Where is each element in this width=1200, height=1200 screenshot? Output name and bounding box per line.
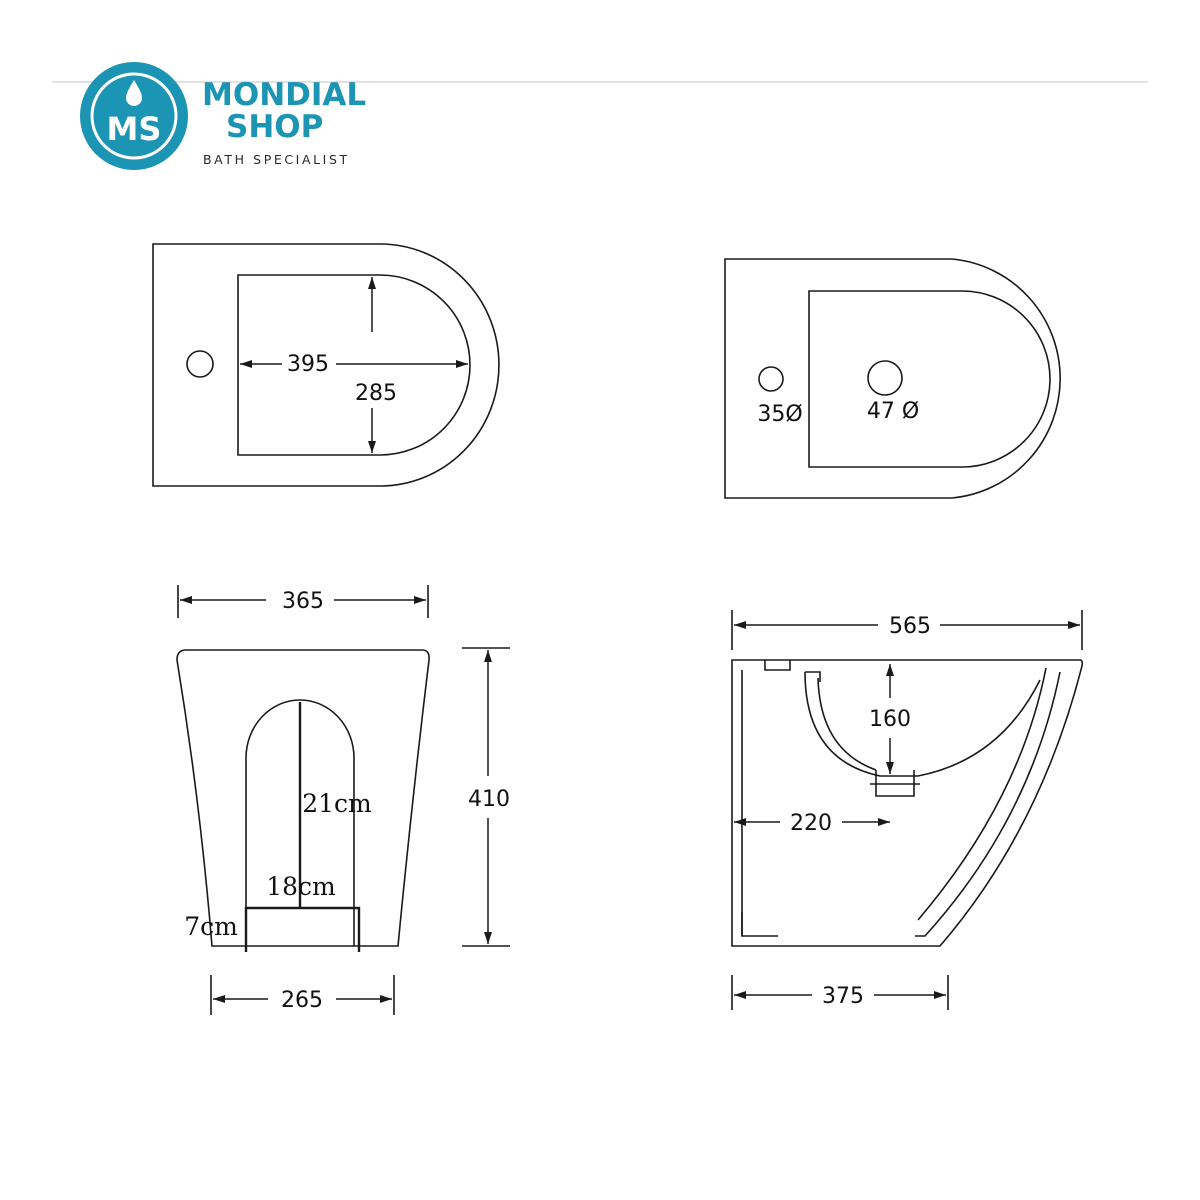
base-height-label: 7cm	[184, 912, 238, 941]
top-right-basin	[808, 290, 1051, 468]
tap-hole	[186, 350, 214, 378]
bowl-profile	[804, 671, 1041, 777]
brand-name-line1: MONDIAL	[202, 77, 366, 113]
top-width-label: 365	[282, 589, 324, 614]
logo-circle	[80, 62, 188, 170]
length-label: 395	[287, 352, 329, 377]
bottom-width-label: 265	[281, 988, 323, 1013]
brand-tagline: BATH SPECIALIST	[203, 152, 350, 167]
drain-distance-label: 220	[790, 811, 832, 836]
height-label: 410	[468, 787, 510, 812]
top-view-right: 35Ø 47 Ø	[724, 258, 1061, 499]
opening-width-label: 18cm	[266, 872, 336, 901]
front-inner-wall	[915, 671, 1061, 937]
opening-height-label: 21cm	[302, 789, 372, 818]
top-left-basin	[237, 274, 471, 456]
side-body-outline	[731, 659, 1084, 947]
drain-hole-label: 47 Ø	[867, 399, 919, 424]
small-hole	[758, 366, 784, 392]
water-drop-icon	[126, 80, 142, 106]
top-right-outline	[724, 258, 1061, 499]
brand-logo: MS	[80, 62, 188, 170]
top-left-outline	[152, 243, 500, 487]
top-view-left: 395 285	[152, 243, 500, 487]
drain-outlet	[875, 770, 915, 797]
bottom-length-label: 375	[822, 984, 864, 1009]
logo-initials: MS	[107, 110, 162, 148]
side-inner-wall	[741, 670, 778, 937]
side-view: 565 160 220 375	[731, 610, 1084, 1010]
side-length-label: 565	[889, 614, 931, 639]
drain-hole	[867, 360, 903, 396]
front-opening	[245, 699, 355, 946]
brand-name-line2: SHOP	[226, 109, 323, 145]
depth-label: 160	[869, 707, 911, 732]
small-hole-label: 35Ø	[757, 402, 802, 427]
width-label: 285	[355, 381, 397, 406]
front-view: 365 21cm 18cm 7cm 410 265	[176, 585, 510, 1015]
front-body-outline	[176, 649, 430, 947]
base-frame	[244, 906, 361, 952]
